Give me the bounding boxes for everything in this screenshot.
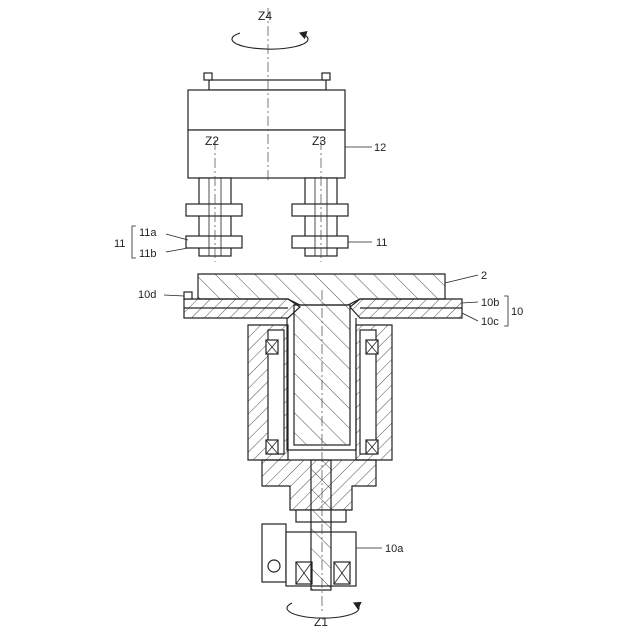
motor-10a: [262, 524, 356, 586]
label-z4: Z4: [258, 9, 272, 23]
label-10: 10: [511, 306, 523, 318]
rotary-head-12: [188, 73, 345, 178]
label-10c: 10c: [481, 316, 499, 328]
label-2: 2: [481, 270, 487, 282]
label-z1: Z1: [314, 615, 328, 629]
label-10d: 10d: [138, 289, 156, 301]
label-11-left: 11: [114, 238, 125, 250]
spindle-left-z2: [186, 178, 242, 256]
label-12: 12: [374, 142, 386, 154]
spindle-right-z3: [292, 178, 348, 256]
label-10a: 10a: [385, 543, 404, 555]
label-11-right: 11: [376, 237, 387, 249]
central-shaft: [287, 305, 356, 450]
label-z2: Z2: [205, 134, 219, 148]
label-z3: Z3: [312, 134, 326, 148]
z4-rotation-arrow: [232, 33, 308, 49]
label-10b: 10b: [481, 297, 499, 309]
drive-shaft: [311, 460, 331, 590]
label-11b: 11b: [139, 248, 157, 260]
label-11a: 11a: [139, 227, 157, 239]
